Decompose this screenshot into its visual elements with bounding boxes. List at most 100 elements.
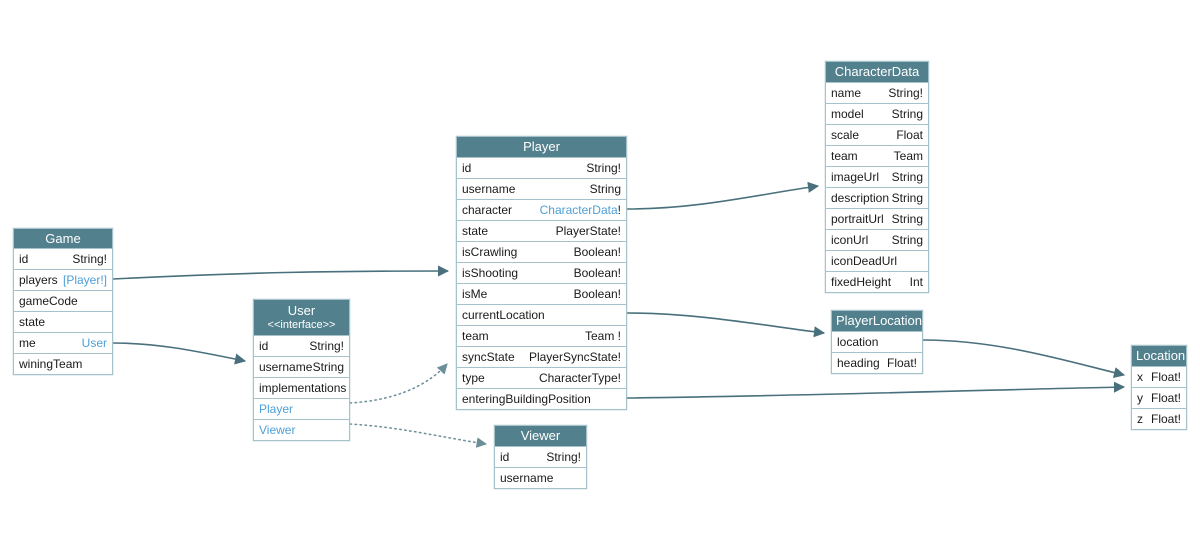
field-type: String! bbox=[546, 450, 581, 464]
field-row[interactable]: currentLocation PlayerLocation! bbox=[457, 304, 626, 325]
field-row[interactable]: character CharacterData! bbox=[457, 199, 626, 220]
field-name: x bbox=[1137, 370, 1143, 384]
field-name: name bbox=[831, 86, 862, 100]
field-name: currentLocation bbox=[462, 308, 545, 322]
entity-viewer[interactable]: Viewer id String! username String bbox=[494, 425, 587, 489]
field-name: username bbox=[462, 182, 516, 196]
field-name: id bbox=[462, 161, 472, 175]
field-name: gameCode bbox=[19, 294, 78, 308]
field-type: String! bbox=[586, 161, 621, 175]
field-row[interactable]: isShooting Boolean! bbox=[457, 262, 626, 283]
field-required-marker: ! bbox=[617, 203, 621, 217]
field-row[interactable]: iconDeadUrl String bbox=[826, 250, 928, 271]
field-row[interactable]: model String bbox=[826, 103, 928, 124]
edge-playerlocation-location-to-location bbox=[922, 339, 1126, 379]
entity-location-title: Location bbox=[1132, 346, 1186, 366]
field-row[interactable]: syncState PlayerSyncState! bbox=[457, 346, 626, 367]
entity-location[interactable]: Location x Float! y Float! z Float! bbox=[1131, 345, 1187, 430]
field-row[interactable]: id String! bbox=[457, 157, 626, 178]
field-row[interactable]: description String bbox=[826, 187, 928, 208]
entity-user-title: User <<interface>> bbox=[254, 300, 349, 335]
field-name: isMe bbox=[462, 287, 488, 301]
field-row[interactable]: gameCode String! bbox=[14, 290, 112, 311]
field-name: syncState bbox=[462, 350, 515, 364]
field-row[interactable]: y Float! bbox=[1132, 387, 1186, 408]
field-name: model bbox=[831, 107, 864, 121]
field-row[interactable]: fixedHeight Int bbox=[826, 271, 928, 292]
field-row[interactable]: winingTeam Team bbox=[14, 353, 112, 374]
field-row[interactable]: id String! bbox=[254, 335, 349, 356]
field-row[interactable]: me User bbox=[14, 332, 112, 353]
field-row[interactable]: username String bbox=[254, 356, 349, 377]
field-row[interactable]: z Float! bbox=[1132, 408, 1186, 429]
field-type: String! bbox=[309, 339, 344, 353]
field-row[interactable]: name String! bbox=[826, 82, 928, 103]
field-type: String! bbox=[72, 252, 107, 266]
field-type: String bbox=[312, 360, 344, 374]
field-name: type bbox=[462, 371, 485, 385]
field-row[interactable]: id String! bbox=[14, 248, 112, 269]
implementation-viewer[interactable]: Viewer bbox=[254, 419, 349, 440]
field-name: team bbox=[831, 149, 858, 163]
field-type-link[interactable]: CharacterData bbox=[539, 203, 618, 217]
field-type: Int bbox=[909, 275, 923, 289]
field-type[interactable]: User bbox=[81, 336, 107, 350]
edge-user-implements-player bbox=[349, 363, 448, 404]
field-name: scale bbox=[831, 128, 860, 142]
implementation-player[interactable]: Player bbox=[254, 398, 349, 419]
field-row[interactable]: iconUrl String bbox=[826, 229, 928, 250]
entity-game[interactable]: Game id String! players [Player!] gameCo… bbox=[13, 228, 113, 375]
field-row[interactable]: location Location! bbox=[832, 331, 922, 352]
field-row[interactable]: team Team ! bbox=[457, 325, 626, 346]
field-type: Float bbox=[896, 128, 923, 142]
edge-player-currentlocation-to-playerlocation bbox=[626, 312, 826, 338]
field-row[interactable]: x Float! bbox=[1132, 366, 1186, 387]
field-name: character bbox=[462, 203, 513, 217]
field-type: Team ! bbox=[584, 329, 621, 343]
field-name: state bbox=[19, 315, 46, 329]
field-row[interactable]: id String! bbox=[495, 446, 586, 467]
field-name: username bbox=[259, 360, 313, 374]
field-row[interactable]: players [Player!] bbox=[14, 269, 112, 290]
field-row[interactable]: username String bbox=[457, 178, 626, 199]
field-name: description bbox=[831, 191, 890, 205]
field-row[interactable]: team Team bbox=[826, 145, 928, 166]
field-type[interactable]: [Player!] bbox=[62, 273, 107, 287]
field-type: String bbox=[891, 107, 923, 121]
field-type: Boolean! bbox=[573, 266, 621, 280]
field-type: PlayerSyncState! bbox=[528, 350, 621, 364]
entity-user[interactable]: User <<interface>> id String! username S… bbox=[253, 299, 350, 441]
entity-playerlocation[interactable]: PlayerLocation location Location! headin… bbox=[831, 310, 923, 374]
field-name: y bbox=[1137, 391, 1143, 405]
field-row[interactable]: portraitUrl String bbox=[826, 208, 928, 229]
field-name: state bbox=[462, 224, 489, 238]
field-name: enteringBuildingPosition bbox=[462, 392, 591, 406]
field-row[interactable]: state GameState! bbox=[14, 311, 112, 332]
edge-game-me-to-user bbox=[112, 342, 247, 365]
field-row[interactable]: state PlayerState! bbox=[457, 220, 626, 241]
field-row[interactable]: imageUrl String bbox=[826, 166, 928, 187]
field-type[interactable]: CharacterData! bbox=[540, 200, 621, 220]
field-type: String! bbox=[888, 86, 923, 100]
field-row[interactable]: isMe Boolean! bbox=[457, 283, 626, 304]
entity-user-name: User bbox=[287, 303, 316, 318]
field-name: location bbox=[837, 335, 879, 349]
field-name: winingTeam bbox=[19, 357, 83, 371]
entity-player[interactable]: Player id String! username String charac… bbox=[456, 136, 627, 410]
field-name: players bbox=[19, 273, 58, 287]
field-row[interactable]: username String bbox=[495, 467, 586, 488]
edge-player-enteringbuildingposition-to-location bbox=[626, 381, 1126, 399]
entity-characterdata-title: CharacterData bbox=[826, 62, 928, 82]
field-row[interactable]: enteringBuildingPosition Location bbox=[457, 388, 626, 409]
field-name: isShooting bbox=[462, 266, 519, 280]
implementations-header: implementations bbox=[254, 377, 349, 398]
entity-characterdata[interactable]: CharacterData name String! model String … bbox=[825, 61, 929, 293]
field-row[interactable]: scale Float bbox=[826, 124, 928, 145]
field-name: id bbox=[19, 252, 29, 266]
field-row[interactable]: isCrawling Boolean! bbox=[457, 241, 626, 262]
field-row[interactable]: heading Float! bbox=[832, 352, 922, 373]
edge-game-players-to-player bbox=[112, 265, 450, 280]
field-type: String bbox=[891, 191, 923, 205]
field-row[interactable]: type CharacterType! bbox=[457, 367, 626, 388]
